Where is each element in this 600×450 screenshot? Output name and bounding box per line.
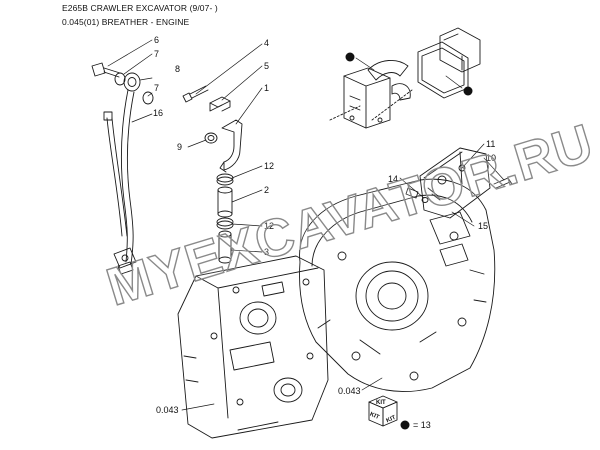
callout-10: 10 [486,153,496,163]
group-title: 0.045(01) BREATHER - ENGINE [62,17,190,27]
callout-15: 15 [478,221,488,231]
kit-label-top: KIT [376,400,386,406]
callout-3: 3 [264,247,269,257]
callout-11: 11 [486,139,495,149]
callout-ref-left: 0.043 [156,405,179,415]
callout-5: 5 [264,61,269,71]
callout-9: 9 [177,142,182,152]
breather-cover [405,147,513,219]
leader-lines [107,39,505,411]
callout-12-lower: 12 [264,221,274,231]
callout-1: 1 [264,83,269,93]
kit-equals-label: = 13 [413,420,431,430]
kit-cube-icon [368,395,398,427]
callout-4: 4 [264,38,269,48]
callout-labels: 6 7 8 7 16 4 5 1 9 12 2 12 3 11 10 14 15… [153,35,496,430]
callout-16: 16 [153,108,163,118]
callout-ref-right: 0.043 [338,386,361,396]
timing-housing-left [177,255,329,439]
model-title: E265B CRAWLER EXCAVATOR (9/07- ) [62,3,218,13]
callout-7-lower: 7 [154,83,159,93]
callout-14: 14 [388,174,398,184]
callout-6: 6 [154,35,159,45]
breather-pipe-assembly [91,62,154,275]
callout-12-upper: 12 [264,161,274,171]
flywheel-housing-right [299,178,496,392]
callout-2: 2 [264,185,269,195]
kit-label-right: KIT [386,415,398,425]
bracket-and-fittings [182,85,243,173]
kit-markers [345,52,473,430]
breather-valve-detail [329,27,481,129]
kit-label-left: KIT [369,412,381,422]
callout-7-upper: 7 [154,49,159,59]
tube-stack [216,173,234,264]
callout-8: 8 [175,64,180,74]
